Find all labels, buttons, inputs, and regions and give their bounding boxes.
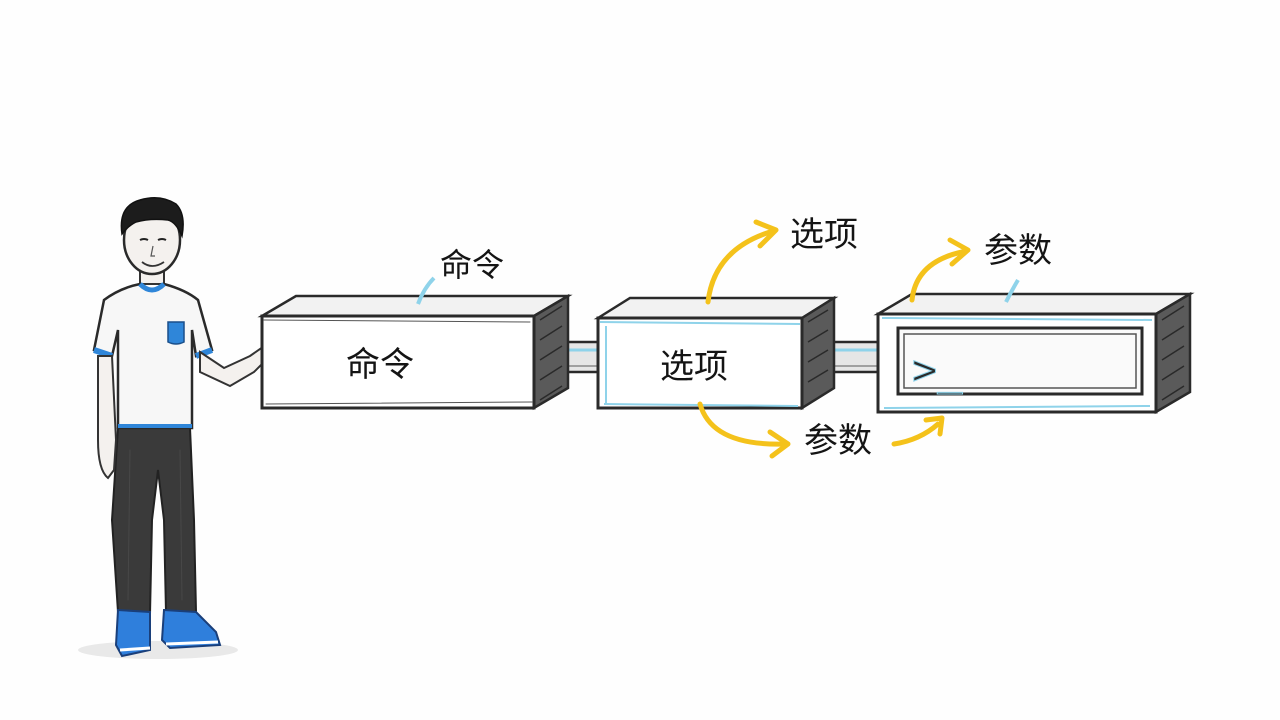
terminal-block: >_	[873, 291, 1195, 415]
option-top-arrow: 选项	[705, 215, 858, 305]
option-block: 选项	[593, 295, 839, 411]
command-label: 命令	[346, 345, 414, 385]
hair	[120, 197, 184, 239]
command-block: 命令	[257, 293, 573, 411]
terminal-prompt: >_	[912, 345, 963, 394]
option-label: 选项	[660, 347, 728, 387]
command-top-callout: 命令	[416, 246, 504, 305]
shirt-pocket	[167, 321, 185, 345]
option-top-label: 选项	[790, 215, 858, 255]
presenter-figure	[78, 197, 292, 659]
left-arm	[97, 355, 118, 480]
option-bottom-arrow: 参数	[697, 401, 945, 461]
terminal-top-label: 参数	[984, 231, 1052, 271]
jeans	[110, 427, 198, 616]
command-top-label: 命令	[440, 246, 504, 284]
option-bottom-label: 参数	[804, 421, 872, 461]
terminal-screen	[896, 326, 1144, 396]
terminal-top-arrow: 参数	[909, 231, 1052, 303]
left-shoe	[114, 608, 151, 658]
right-shoe	[160, 608, 222, 650]
